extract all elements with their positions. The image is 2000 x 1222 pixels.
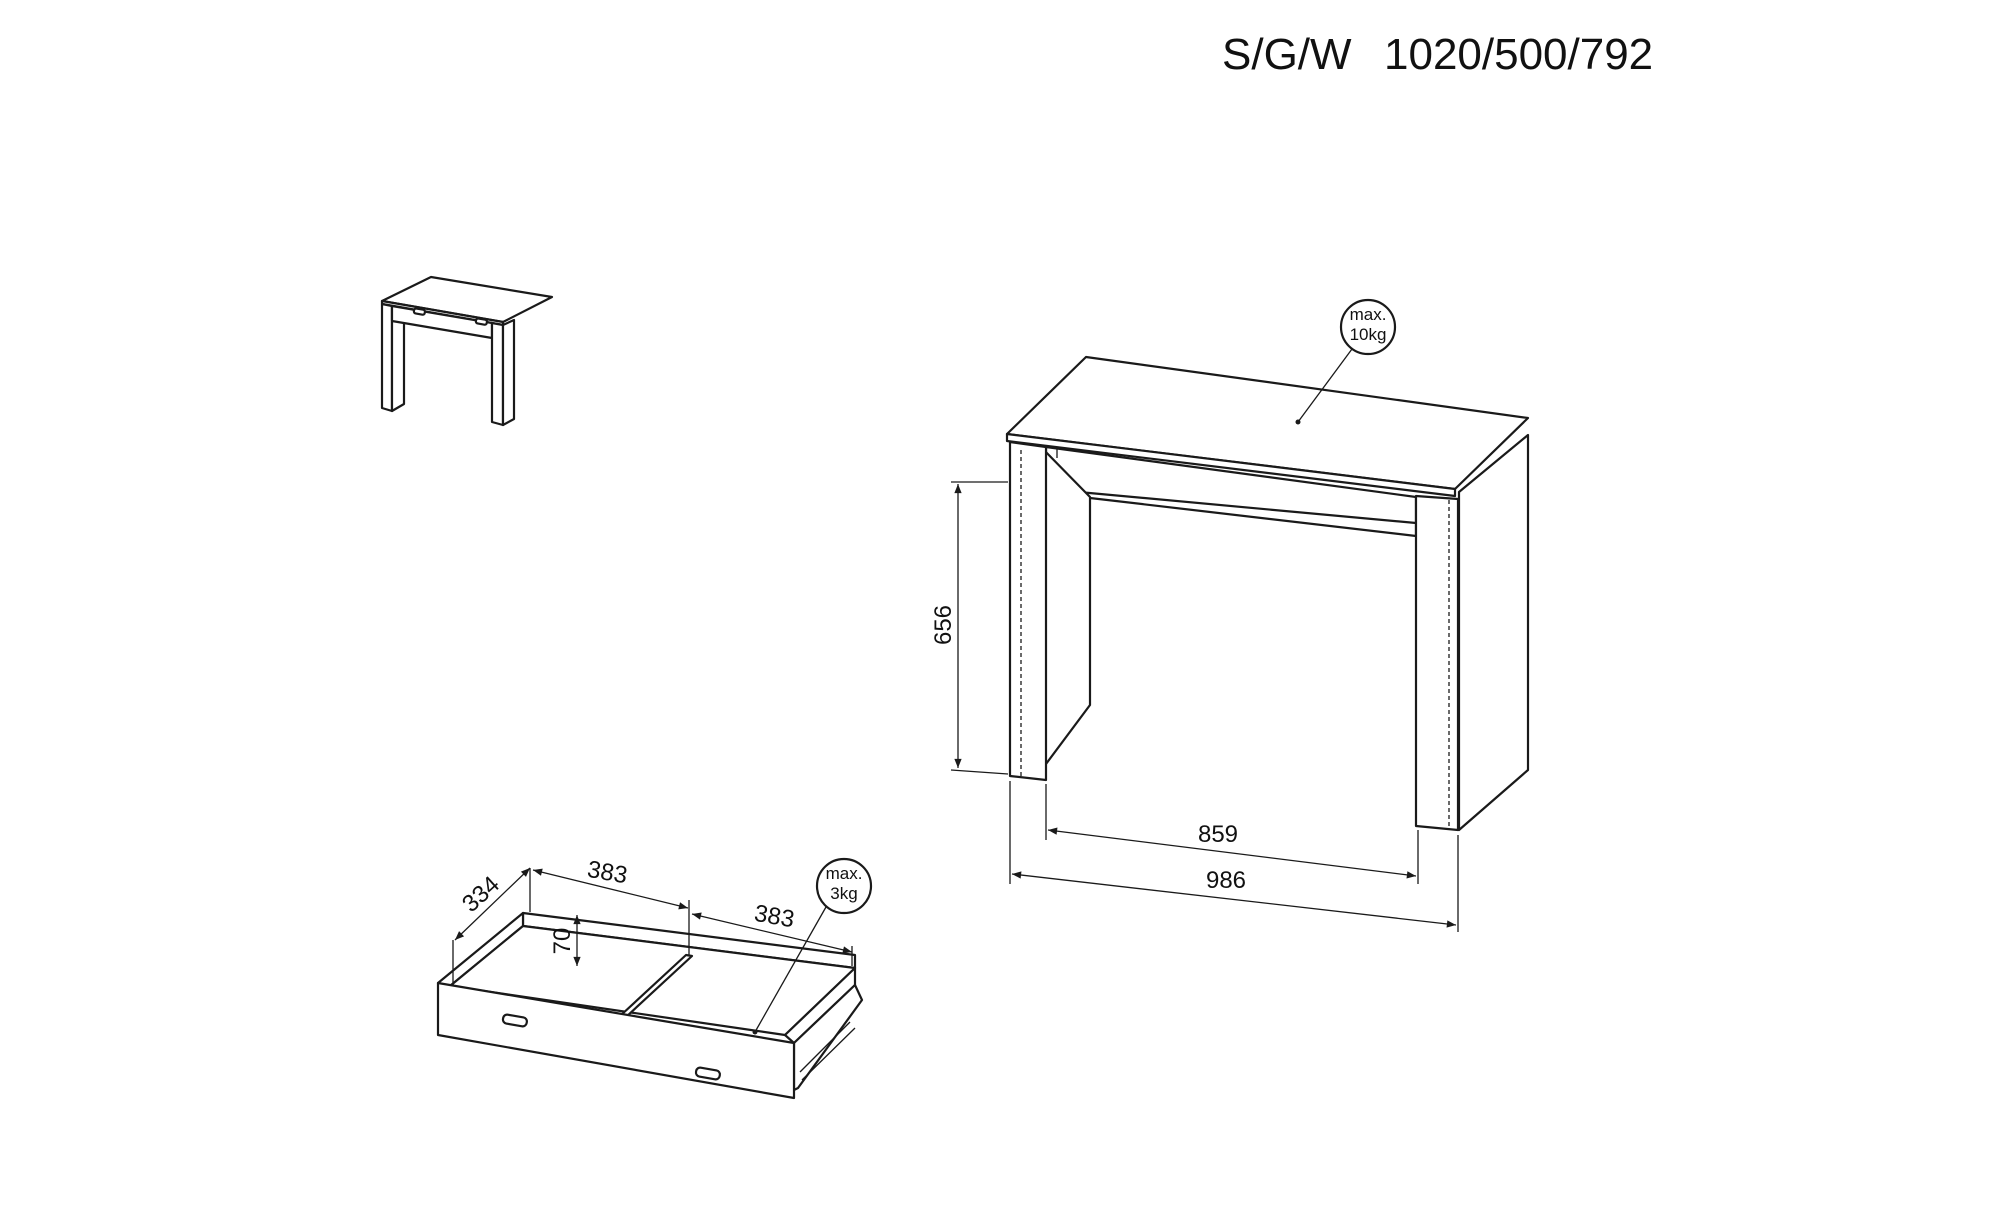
- thumb-right-leg-side: [501, 318, 516, 427]
- desk-right-panel-front: [1414, 494, 1460, 832]
- drawer-load-line2: 3kg: [830, 884, 857, 903]
- drawer-load-circle: [815, 857, 873, 915]
- drawer-load-leader: [754, 906, 827, 1033]
- drawer-right-width-label: 383: [752, 900, 796, 934]
- desk-load-line2: 10kg: [1350, 325, 1387, 344]
- desk-top-edge: [1005, 432, 1457, 498]
- thumb-handle-right: [474, 317, 489, 326]
- runner-line-2: [801, 1027, 856, 1081]
- thumb-left-leg-front: [380, 302, 394, 413]
- runner-line-1: [799, 1021, 851, 1073]
- desk-right-panel-side: [1457, 433, 1530, 832]
- drawer-view: 334 383 383 70 max. 3kg: [436, 856, 873, 1100]
- overall-dimensions: 1020/500/792: [1384, 30, 1654, 79]
- desk-left-panel-inner: [1038, 444, 1092, 774]
- desk-height-label: 656: [930, 605, 957, 645]
- thumb-right-leg-front: [490, 321, 505, 427]
- drawer-depth-label: 334: [457, 871, 505, 918]
- drawer-right-width-dim-line: [691, 912, 853, 954]
- drawer-left-width-dim-line: [532, 868, 689, 910]
- thumb-handle-left: [412, 307, 427, 316]
- desk-load-point: [1295, 419, 1301, 425]
- desk-inner-width-label: 859: [1198, 821, 1238, 848]
- desk-load-leader: [1297, 348, 1353, 423]
- desk-left-panel-front: [1008, 440, 1048, 782]
- desk-load-line1: max.: [1350, 305, 1387, 324]
- product-code: S/G/W: [1222, 30, 1352, 79]
- drawer-depth-dim-line: [454, 867, 531, 941]
- drawer-height-label: 70: [549, 928, 576, 955]
- height-ext-bottom: [950, 769, 1009, 775]
- drawer-load-line1: max.: [826, 864, 863, 883]
- desk-view: max. 10kg 656 859 986: [930, 298, 1530, 932]
- inner-width-dim-line: [1047, 827, 1417, 879]
- outer-width-dim-line: [1011, 871, 1457, 928]
- drawer-handle-left: [501, 1013, 528, 1028]
- thumbnail-desk: [380, 275, 554, 427]
- desk-load-circle: [1339, 298, 1397, 356]
- drawer-handle-right: [694, 1066, 721, 1081]
- desk-outer-width-label: 986: [1206, 867, 1246, 894]
- drawer-load-point: [752, 1029, 758, 1035]
